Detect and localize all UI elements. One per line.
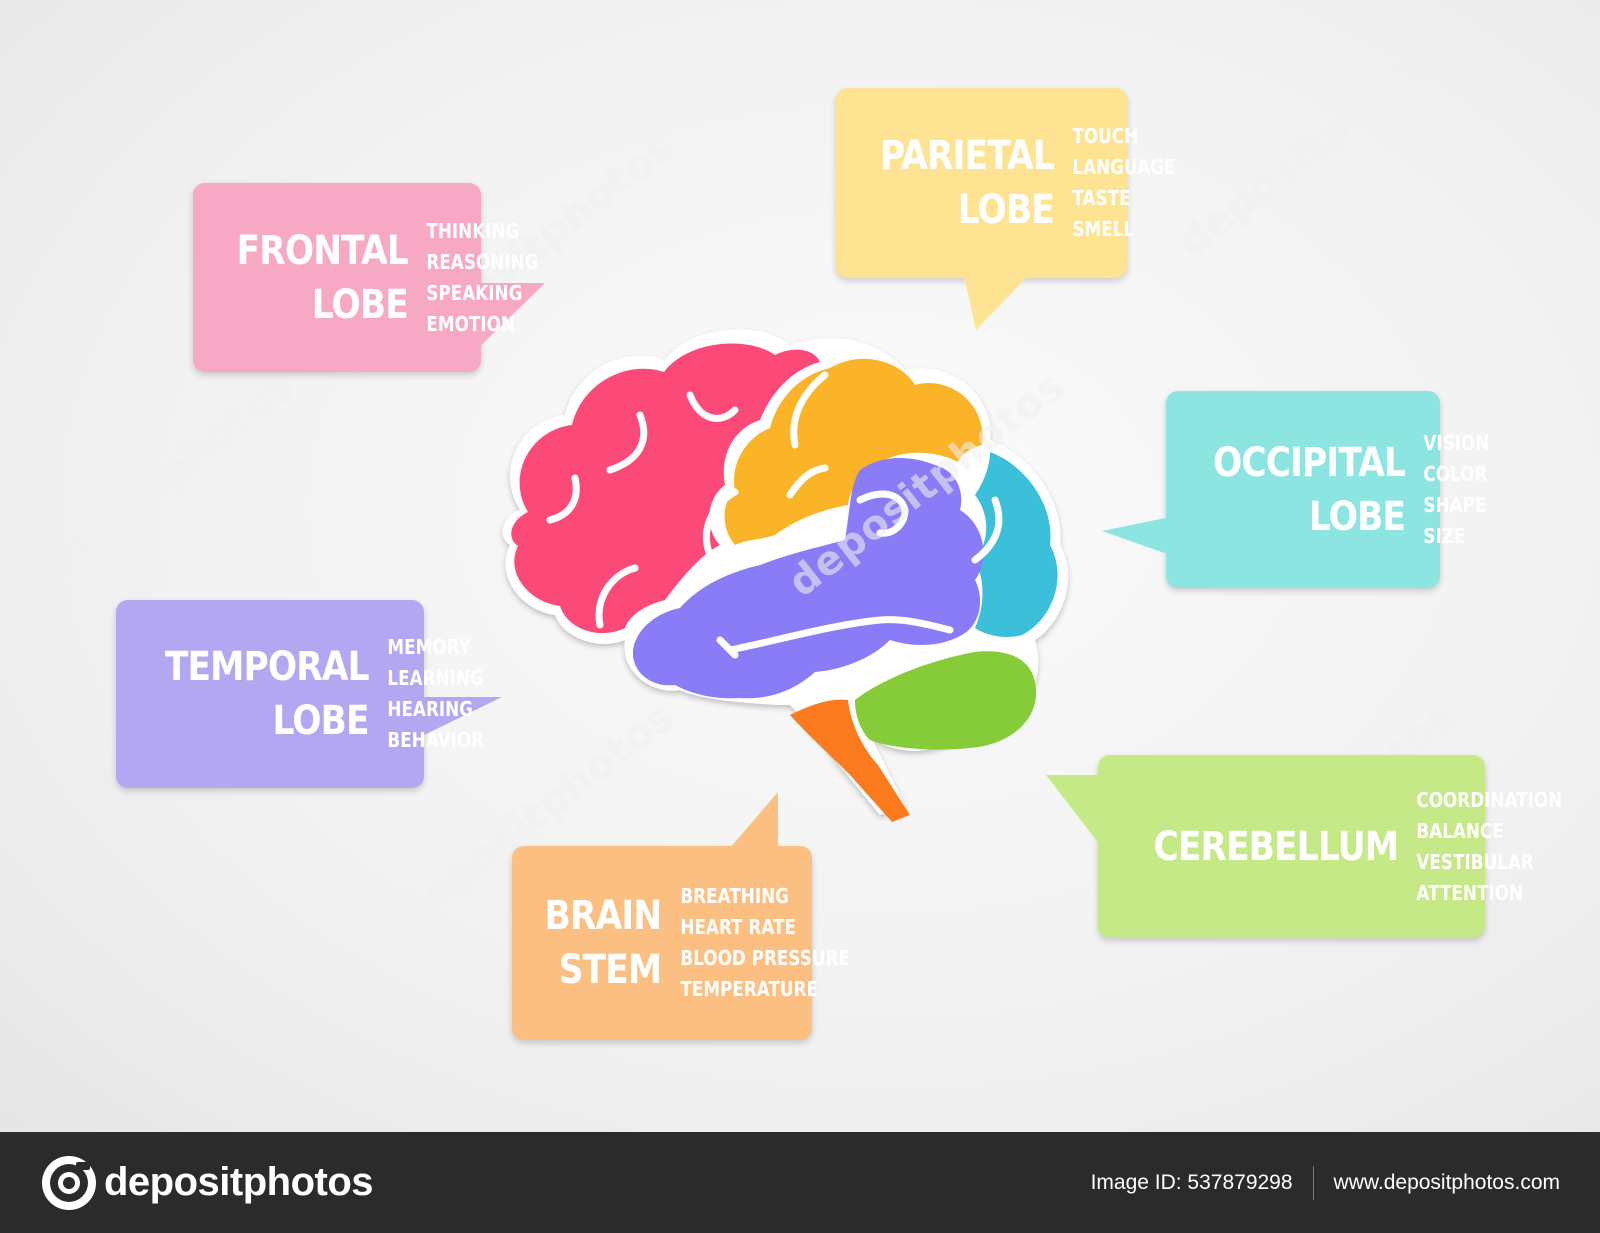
callout-function-list: THINKING REASONING SPEAKING EMOTION [418, 216, 539, 340]
callout-occipital-lobe: OCCIPITAL LOBE VISION COLOR SHAPE SIZE [1102, 391, 1490, 588]
function-item: THINKING [426, 218, 520, 243]
function-item: BEHAVIOR [387, 728, 485, 752]
depositphotos-logo[interactable]: depositphotos [40, 1154, 374, 1212]
callout-title: FRONTAL LOBE [237, 224, 419, 332]
callout-title: TEMPORAL LOBE [165, 640, 379, 748]
callout-brain-stem: BRAIN STEM BREATHING HEART RATE BLOOD PR… [512, 792, 850, 1040]
function-item: LEARNING [387, 666, 484, 690]
function-item: BREATHING [680, 884, 789, 908]
callout-pointer [730, 792, 778, 848]
function-item: SMELL [1072, 217, 1135, 241]
function-item: COLOR [1423, 461, 1488, 486]
function-item: VESTIBULAR [1416, 849, 1535, 874]
function-item: MEMORY [387, 635, 471, 659]
title-line: BRAIN [544, 893, 662, 939]
function-item: BALANCE [1416, 818, 1505, 843]
title-line: LOBE [272, 698, 369, 744]
brain-stem-region [790, 699, 910, 822]
function-item: COORDINATION [1416, 787, 1563, 812]
title-line: LOBE [957, 187, 1055, 233]
callout-function-list: TOUCH LANGUAGE TASTE SMELL [1064, 121, 1176, 245]
title-line: STEM [558, 947, 662, 993]
logo-text: depositphotos [104, 1160, 374, 1204]
brain-cerebellum-region [855, 651, 1037, 750]
brain-parietal-region [724, 358, 983, 545]
function-item: LANGUAGE [1072, 155, 1176, 179]
function-item: ATTENTION [1416, 880, 1524, 905]
callout-pointer [465, 283, 545, 361]
function-item: BLOOD PRESSURE [680, 946, 850, 970]
brain-folds [546, 371, 1003, 659]
callout-cerebellum: CEREBELLUM COORDINATION BALANCE VESTIBUL… [1046, 755, 1563, 938]
infographic-canvas: depositphotos depositphotos depositphoto… [0, 0, 1600, 1132]
title-line: LOBE [1308, 493, 1406, 540]
callout-pointer [420, 697, 502, 737]
title-line: CEREBELLUM [1153, 823, 1399, 870]
title-line: LOBE [311, 281, 409, 328]
image-id-label: Image ID: 537879298 [1090, 1170, 1293, 1194]
title-line: OCCIPITAL [1212, 439, 1406, 486]
function-item: SHAPE [1423, 492, 1487, 517]
title-line: FRONTAL [236, 227, 409, 274]
callout-temporal-lobe: TEMPORAL LOBE MEMORY LEARNING HEARING BE… [116, 600, 502, 788]
function-item: SPEAKING [426, 280, 523, 305]
function-item: HEARING [387, 697, 473, 721]
function-item: SIZE [1423, 523, 1466, 548]
function-item: HEART RATE [680, 915, 796, 939]
callout-title: BRAIN STEM [545, 889, 672, 997]
callout-title: CEREBELLUM [1154, 820, 1409, 874]
callout-function-list: BREATHING HEART RATE BLOOD PRESSURE TEMP… [672, 881, 850, 1005]
callout-pointer [1102, 517, 1170, 555]
callout-function-list: COORDINATION BALANCE VESTIBULAR ATTENTIO… [1408, 785, 1563, 909]
camera-icon [42, 1155, 96, 1210]
function-item: REASONING [426, 249, 539, 274]
footer-bar: depositphotos Image ID: 537879298 www.de… [0, 1132, 1600, 1233]
function-item: EMOTION [426, 311, 516, 336]
callout-parietal-lobe: PARIETAL LOBE TOUCH LANGUAGE TASTE SMELL [836, 88, 1176, 330]
brain-frontal-region [511, 343, 820, 634]
function-item: TOUCH [1072, 124, 1139, 148]
site-url-link[interactable]: www.depositphotos.com [1333, 1170, 1560, 1194]
callout-pointer [964, 276, 1028, 330]
callout-function-list: VISION COLOR SHAPE SIZE [1415, 428, 1490, 552]
function-item: TEMPERATURE [680, 977, 818, 1001]
footer-divider [1312, 1165, 1314, 1200]
function-item: VISION [1423, 430, 1490, 455]
callout-frontal-lobe: FRONTAL LOBE THINKING REASONING SPEAKING… [193, 183, 545, 372]
title-line: PARIETAL [879, 133, 1055, 179]
callout-pointer [1046, 775, 1100, 845]
function-item: TASTE [1072, 186, 1131, 210]
brain-illustration [502, 329, 1069, 822]
title-line: TEMPORAL [164, 644, 370, 690]
callout-title: OCCIPITAL LOBE [1213, 436, 1415, 544]
callout-function-list: MEMORY LEARNING HEARING BEHAVIOR [379, 632, 484, 756]
footer-info: Image ID: 537879298 www.depositphotos.co… [1090, 1165, 1560, 1200]
callout-title: PARIETAL LOBE [880, 129, 1064, 237]
